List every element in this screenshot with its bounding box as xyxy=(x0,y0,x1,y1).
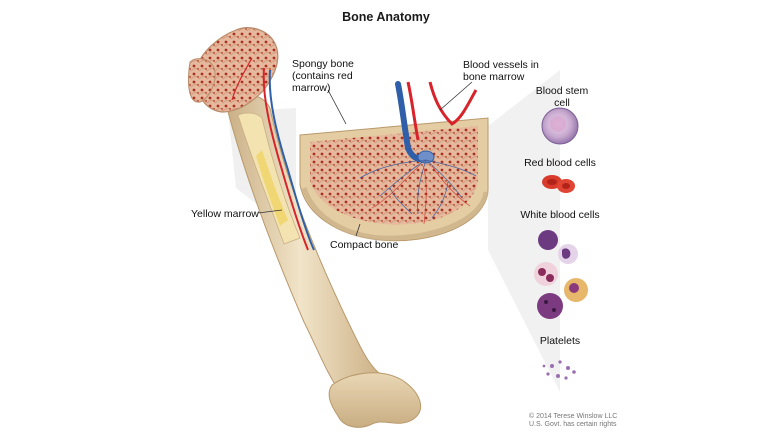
red-blood-cells-image xyxy=(542,175,575,193)
capillary-network xyxy=(359,159,477,219)
artery-head xyxy=(231,57,253,101)
white-blood-cells-label: White blood cells xyxy=(520,209,600,221)
stem-cell-nucleus xyxy=(550,116,566,132)
blood-vessels-label: Blood vessels in bone marrow xyxy=(463,59,539,83)
diagram-title: Bone Anatomy xyxy=(342,10,430,24)
femur-condyle xyxy=(328,372,422,428)
yellow-marrow-label: Yellow marrow xyxy=(191,208,259,220)
artery-shaft xyxy=(262,67,309,251)
capillary-network-red xyxy=(371,164,471,225)
blood-stem-cell-label: Blood stem cell xyxy=(535,85,589,109)
compact-bone-label: Compact bone xyxy=(330,239,399,251)
section-artery xyxy=(406,81,478,141)
spongy-bone-label: Spongy bone (contains red marrow) xyxy=(292,58,354,94)
section-marrow xyxy=(310,126,478,225)
platelets-label: Platelets xyxy=(539,335,581,347)
leader-lines xyxy=(257,81,473,237)
compact-bone-edge xyxy=(301,187,489,241)
credit-line-1: © 2014 Terese Winslow LLC xyxy=(529,413,618,420)
white-blood-cells-image xyxy=(534,230,588,319)
greater-trochanter xyxy=(187,58,216,103)
red-blood-cells-label: Red blood cells xyxy=(524,157,596,169)
yellow-marrow-region xyxy=(256,150,288,226)
credit-line-2: U.S. Govt. has certain rights xyxy=(529,421,617,428)
vein-shaft xyxy=(268,69,315,251)
platelets-image xyxy=(542,360,576,380)
femoral-head xyxy=(195,27,279,113)
